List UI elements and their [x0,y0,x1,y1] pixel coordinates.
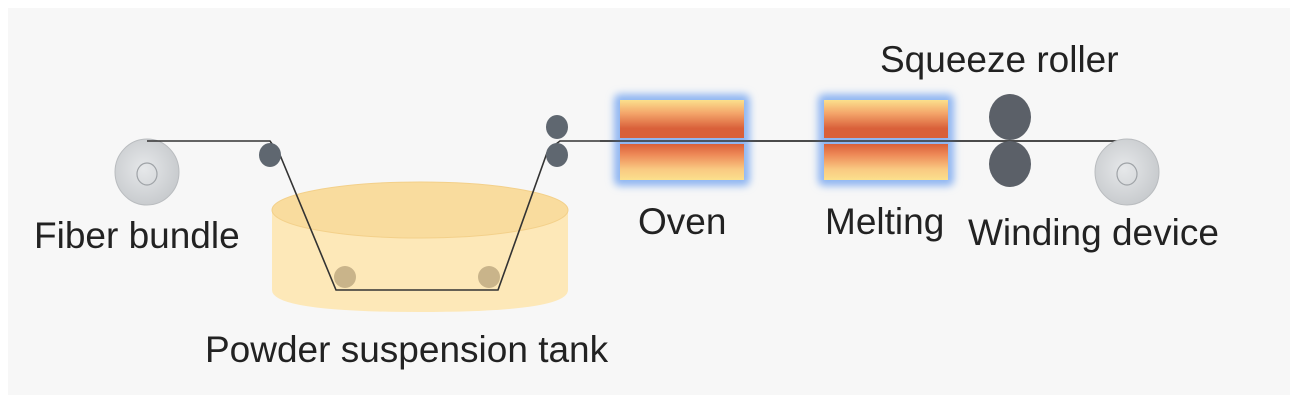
melting-heater [818,94,954,186]
label-oven: Oven [638,201,726,242]
winding-device-spool [1094,138,1160,206]
background-panel [8,8,1290,395]
powder-suspension-tank [271,181,569,312]
squeeze-roller-pair [989,94,1031,187]
label-melting: Melting [825,201,944,242]
oven [614,94,750,186]
guide-roller-left [259,143,281,167]
label-powder-suspension-tank: Powder suspension tank [205,329,609,370]
fiber-bundle-spool [114,138,180,206]
guide-roller-right-bottom [546,143,568,167]
label-squeeze-roller: Squeeze roller [880,39,1119,80]
label-fiber-bundle: Fiber bundle [34,215,240,256]
submerged-roller-right [478,266,500,288]
guide-roller-right-top [546,115,568,139]
submerged-roller-left [334,266,356,288]
label-winding-device: Winding device [968,212,1219,253]
